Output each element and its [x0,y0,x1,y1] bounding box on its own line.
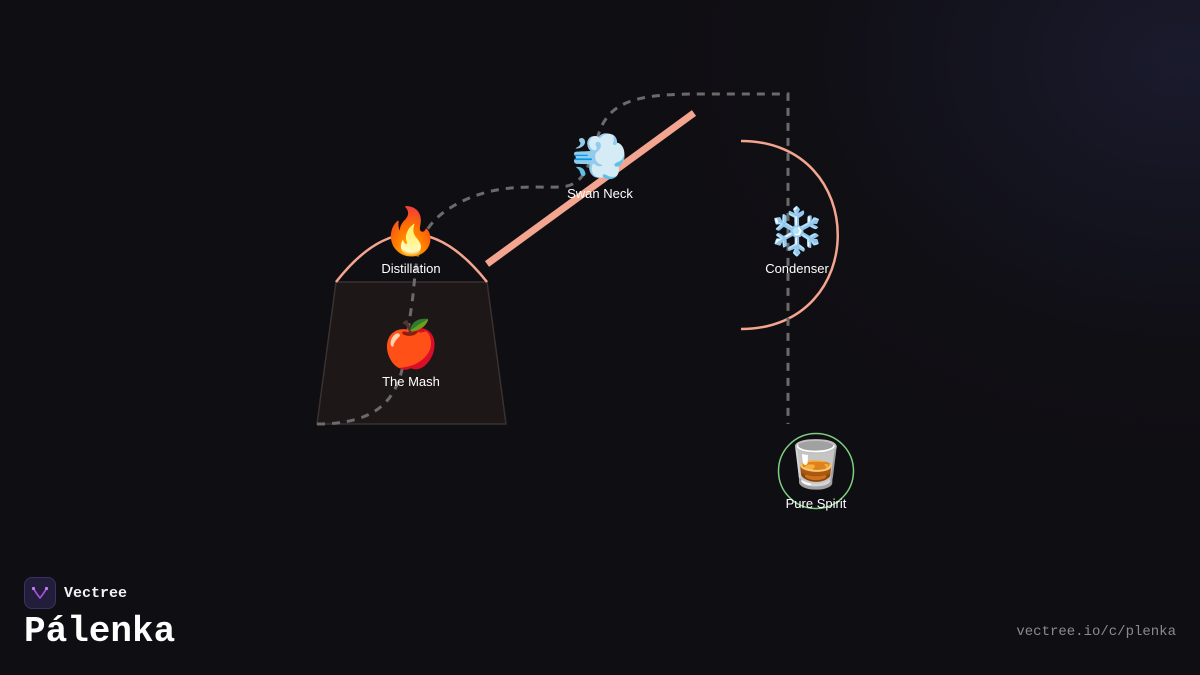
node-label-pure-spirit: Pure Spirit [786,496,847,511]
mash-vessel [316,281,507,425]
steam-icon: 💨 [571,129,628,183]
node-the-mash: 🍎 The Mash [382,316,440,389]
apple-icon: 🍎 [382,316,439,371]
source-url[interactable]: vectree.io/c/plenka [1016,624,1176,640]
vectree-logo-icon [24,577,56,609]
page-title: Pálenka [24,611,176,652]
node-label-condenser: Condenser [765,261,829,276]
node-label-swan-neck: Swan Neck [567,186,633,201]
swan-neck-pipe [484,110,697,267]
vectree-logo-mark [31,586,49,599]
still-dome [335,232,488,283]
fire-icon: 🔥 [382,204,439,258]
tumbler-glass-icon: 🥃 [787,437,844,491]
node-label-the-mash: The Mash [382,374,440,389]
flow-connector [316,92,790,426]
node-swan-neck: 💨 Swan Neck [567,129,633,201]
node-condenser: ❄️ Condenser [765,204,829,276]
node-pure-spirit: 🥃 Pure Spirit [786,437,847,511]
node-label-distillation: Distillation [381,261,440,276]
brand-name: Vectree [64,584,128,602]
node-distillation: 🔥 Distillation [381,204,440,276]
snowflake-icon: ❄️ [768,204,825,258]
brand: Vectree [24,577,127,609]
pure-spirit-ring [777,432,855,510]
